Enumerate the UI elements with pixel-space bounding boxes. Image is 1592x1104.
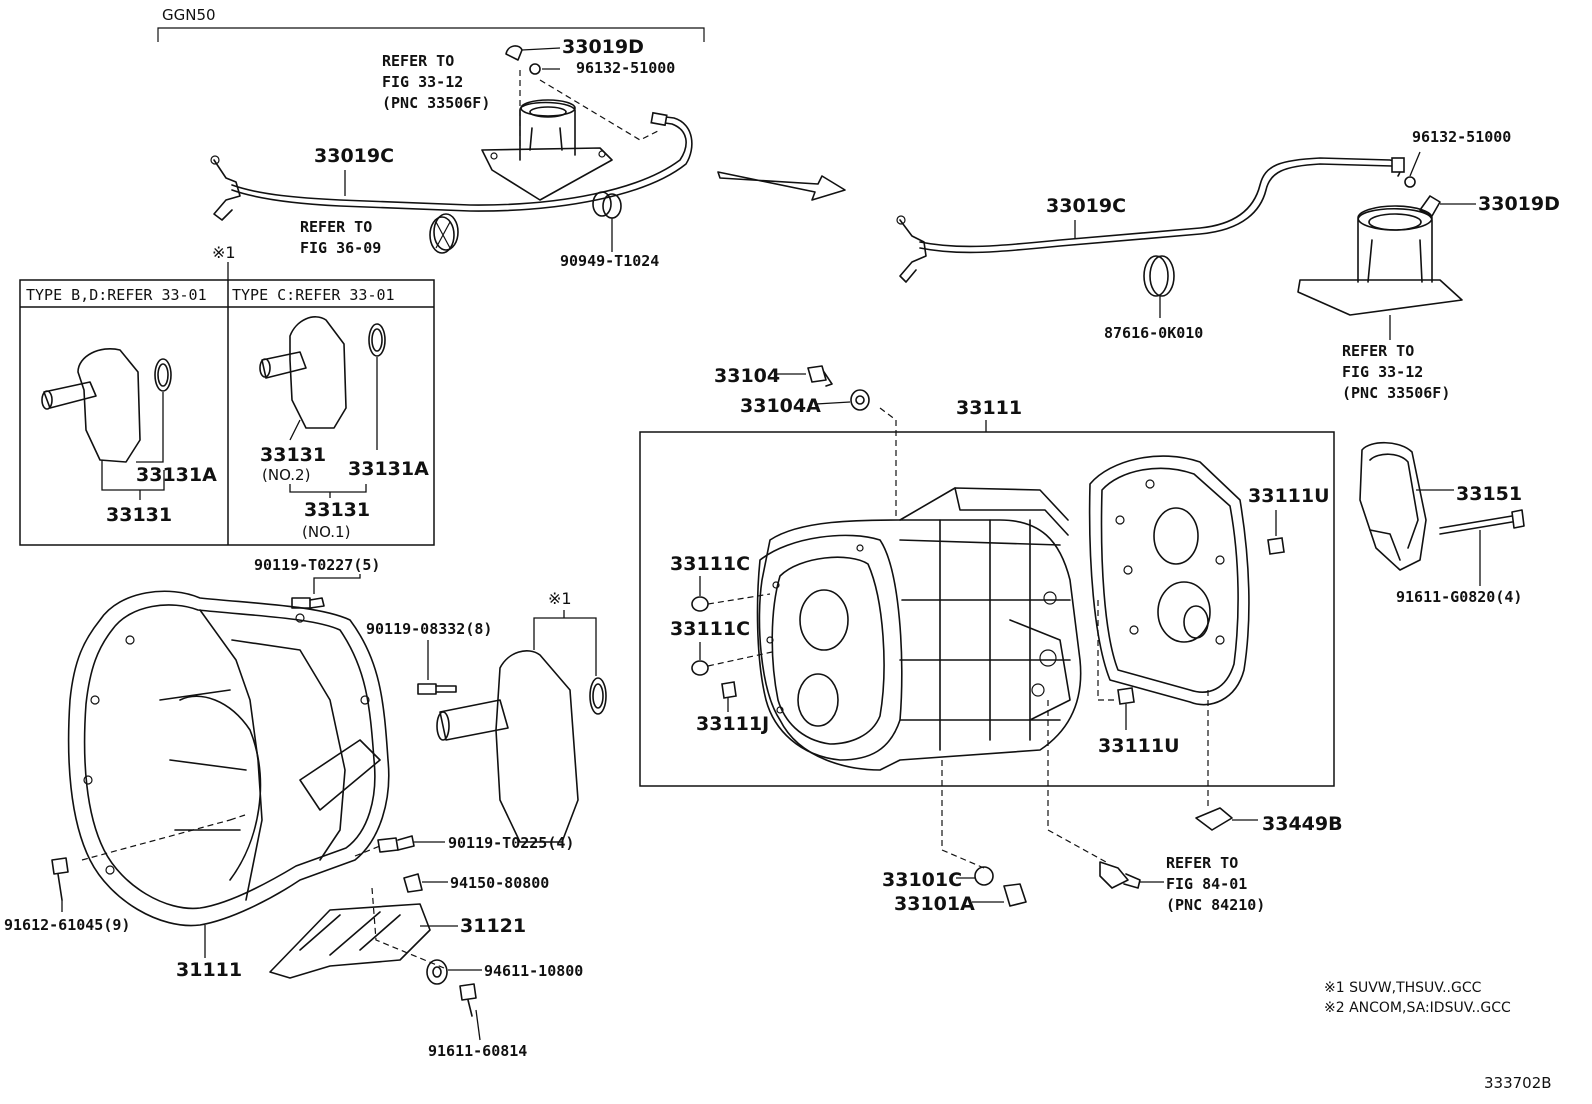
label-33151: 33151 <box>1456 483 1522 505</box>
clutch-housing-31111 <box>67 590 390 958</box>
label-33131-no1-sub: (NO.1) <box>302 523 350 541</box>
label-33101C: 33101C <box>882 869 962 891</box>
label-33019D-left: 33019D <box>562 36 644 58</box>
label-94611: 94611-10800 <box>484 962 583 980</box>
label-33101A: 33101A <box>894 893 975 915</box>
dust-cover-31121 <box>269 887 445 979</box>
marker-1-mid: ※1 <box>548 589 572 608</box>
pin-33111C-b <box>691 651 773 676</box>
extension-cover-mid <box>436 610 607 843</box>
label-90119-08332: 90119-08332(8) <box>366 620 492 638</box>
note-1: ※1 SUVW,THSUV..GCC <box>1324 980 1482 996</box>
label-90949: 90949-T1024 <box>560 252 659 270</box>
label-33104A: 33104A <box>740 395 821 417</box>
label-91611-G0820: 91611-G0820(4) <box>1396 588 1522 606</box>
label-31111: 31111 <box>176 959 242 981</box>
case-assembly-box <box>639 431 1335 787</box>
sensor-84210 <box>1099 861 1164 889</box>
release-cylinder-left <box>481 99 613 201</box>
label-33019D-right: 33019D <box>1478 193 1560 215</box>
dowel-33111U-a <box>1267 537 1285 555</box>
label-33131-left: 33131 <box>106 504 172 526</box>
plug-33449B <box>1195 690 1258 831</box>
label-33111J: 33111J <box>696 713 769 735</box>
refer-sensor-line3: (PNC 84210) <box>1166 896 1265 914</box>
nut-94150 <box>403 873 448 893</box>
type-box: ※1 TYPE B,D:REFER 33-01 TYPE C:REFER 33-… <box>19 243 435 546</box>
refer-tl-line3: (PNC 33506F) <box>382 94 490 112</box>
release-cylinder-right <box>1297 151 1476 316</box>
label-33111U-a: 33111U <box>1248 485 1330 507</box>
clip-33019D-left <box>505 45 561 75</box>
label-33111C-b: 33111C <box>670 618 750 640</box>
cover-33151 <box>1359 441 1454 571</box>
bolt-91611-G0820 <box>1439 509 1525 586</box>
type-box-right-title: TYPE C:REFER 33-01 <box>232 286 395 304</box>
label-33111C-a: 33111C <box>670 553 750 575</box>
label-31121: 31121 <box>460 915 526 937</box>
clamp-90949 <box>592 191 622 252</box>
refer-tl2-line2: FIG 36-09 <box>300 239 381 257</box>
figure-id: 333702B <box>1484 1074 1552 1092</box>
intermediate-plate <box>1088 455 1250 706</box>
label-33104: 33104 <box>714 365 780 387</box>
refer-sensor-line1: REFER TO <box>1166 854 1238 872</box>
label-33449B: 33449B <box>1262 813 1343 835</box>
pin-33111J <box>721 681 737 712</box>
label-91611-60814: 91611-60814 <box>428 1042 527 1060</box>
label-87616: 87616-0K010 <box>1104 324 1203 342</box>
type-box-marker: ※1 <box>212 243 236 262</box>
label-33111U-b: 33111U <box>1098 735 1180 757</box>
refer-tl2-line1: REFER TO <box>300 218 372 236</box>
arrow-icon <box>717 171 846 201</box>
label-91612: 91612-61045(9) <box>4 916 130 934</box>
bolt-91611-60814 <box>459 983 481 1041</box>
grommet-87616 <box>1143 255 1175 318</box>
gasket-33101C <box>956 866 994 886</box>
label-33131A-right: 33131A <box>348 458 429 480</box>
model-label: GGN50 <box>162 6 216 24</box>
label-96132-right: 96132-51000 <box>1412 128 1511 146</box>
label-33019C-right: 33019C <box>1046 195 1126 217</box>
transmission-case <box>756 487 1082 771</box>
bolt-90119-08332 <box>417 640 457 695</box>
label-33131-no2-sub: (NO.2) <box>262 466 310 484</box>
washer-94611 <box>426 959 482 985</box>
grommet-left <box>429 213 459 254</box>
refer-tr-line3: (PNC 33506F) <box>1342 384 1450 402</box>
label-90119-T0225: 90119-T0225(4) <box>448 834 574 852</box>
washer-33104A <box>815 389 870 411</box>
refer-tr-line2: FIG 33-12 <box>1342 363 1423 381</box>
label-96132-left: 96132-51000 <box>576 59 675 77</box>
plug-33101A <box>972 883 1027 907</box>
pin-33111C-a <box>691 593 771 612</box>
label-33131-no2: 33131 <box>260 444 326 466</box>
refer-tr-line1: REFER TO <box>1342 342 1414 360</box>
bolt-90119-T0227 <box>291 574 361 609</box>
bolt-33104 <box>776 365 833 387</box>
refer-sensor-line2: FIG 84-01 <box>1166 875 1247 893</box>
tube-33019C-left <box>210 111 693 221</box>
note-2: ※2 ANCOM,SA:IDSUV..GCC <box>1324 1000 1511 1016</box>
label-94150: 94150-80800 <box>450 874 549 892</box>
dowel-33111U-b <box>1097 600 1135 730</box>
label-33019C-left: 33019C <box>314 145 394 167</box>
refer-tl-line1: REFER TO <box>382 52 454 70</box>
bolt-90119-T0225 <box>377 835 445 853</box>
bolt-91612 <box>51 857 69 912</box>
refer-tl-line2: FIG 33-12 <box>382 73 463 91</box>
ggn50-group: GGN50 <box>157 6 705 42</box>
label-90119-T0227: 90119-T0227(5) <box>254 556 380 574</box>
tube-33019C-right <box>896 157 1405 283</box>
label-33131-no1: 33131 <box>304 499 370 521</box>
type-box-left-title: TYPE B,D:REFER 33-01 <box>26 286 207 304</box>
label-33111: 33111 <box>956 397 1022 419</box>
label-33131A-left: 33131A <box>136 464 217 486</box>
